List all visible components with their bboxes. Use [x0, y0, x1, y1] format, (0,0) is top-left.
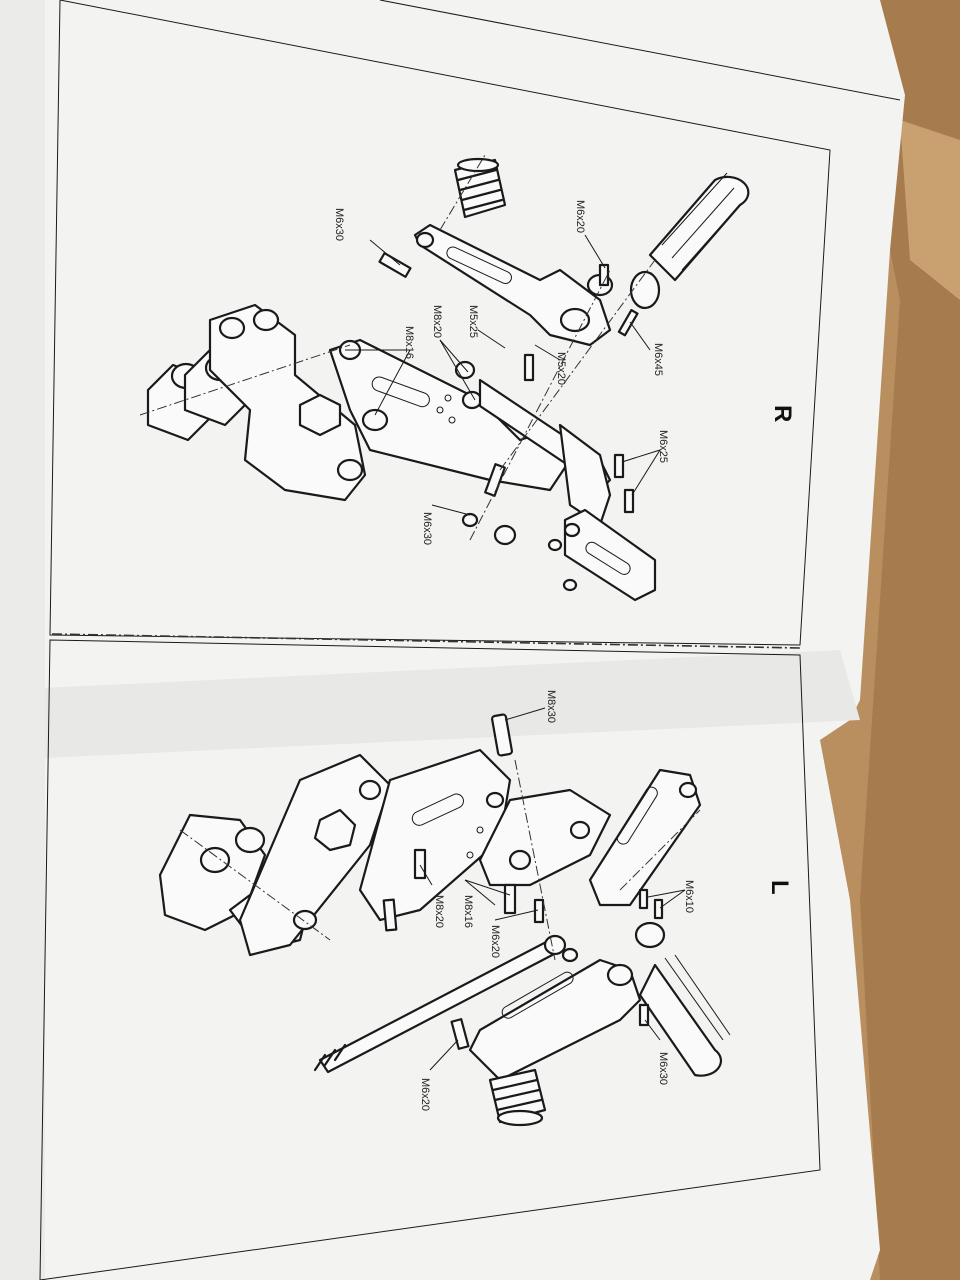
paper-left-margin-shade	[0, 0, 45, 1280]
fastener-label: M5x20	[555, 352, 567, 385]
right-bolts	[378, 252, 639, 592]
right-side-label: R	[769, 405, 796, 422]
fastener-label: M6x30	[657, 1052, 669, 1085]
fastener-label: M8x30	[545, 690, 557, 723]
fastener-label: M6x25	[657, 430, 669, 463]
fastener-label: M6x45	[652, 343, 664, 376]
right-rubber-knob	[453, 157, 507, 219]
left-side-label: L	[766, 880, 793, 895]
drawing-frame-left	[39, 639, 821, 1280]
frame-top-edge	[379, 0, 901, 101]
fastener-label: M8x20	[431, 305, 443, 338]
left-leaders	[419, 707, 686, 1071]
drawing-frame	[49, 0, 831, 646]
fastener-label: M8x16	[462, 895, 474, 928]
left-bolts	[382, 713, 664, 1050]
left-foot-peg	[634, 921, 731, 1077]
fastener-label: M8x20	[433, 895, 445, 928]
fastener-label: M8x16	[403, 326, 415, 359]
fastener-label: M6x20	[574, 200, 586, 233]
divider-line	[51, 633, 801, 649]
fastener-label: M6x10	[683, 880, 695, 913]
right-fastener-labels: M6x30 M6x20 M8x16 M8x20 M5x25 M5x20 M6x4…	[333, 200, 669, 545]
left-shift-rod	[313, 934, 579, 1074]
box-inner-edge	[900, 120, 960, 300]
right-assembly: R	[139, 154, 796, 602]
left-fastener-labels: M8x30 M8x20 M8x16 M6x20 M6x10 M6x30 M6x2…	[419, 690, 695, 1111]
fastener-label: M5x25	[467, 305, 479, 338]
fastener-label: M6x30	[421, 512, 433, 545]
left-rubber-knob	[488, 1068, 547, 1127]
right-leaders	[345, 234, 661, 516]
paper-fold-shade	[0, 650, 860, 760]
left-shift-lever	[468, 958, 642, 1082]
right-mount-plate	[208, 303, 367, 502]
left-heel-guard	[588, 768, 702, 907]
fastener-label: M6x20	[489, 925, 501, 958]
left-assembly: L	[158, 690, 793, 1127]
fastener-label: M6x20	[419, 1078, 431, 1111]
right-heel-guard	[563, 508, 657, 602]
fastener-label: M6x30	[333, 208, 345, 241]
box-flap-shadow	[840, 0, 960, 1280]
